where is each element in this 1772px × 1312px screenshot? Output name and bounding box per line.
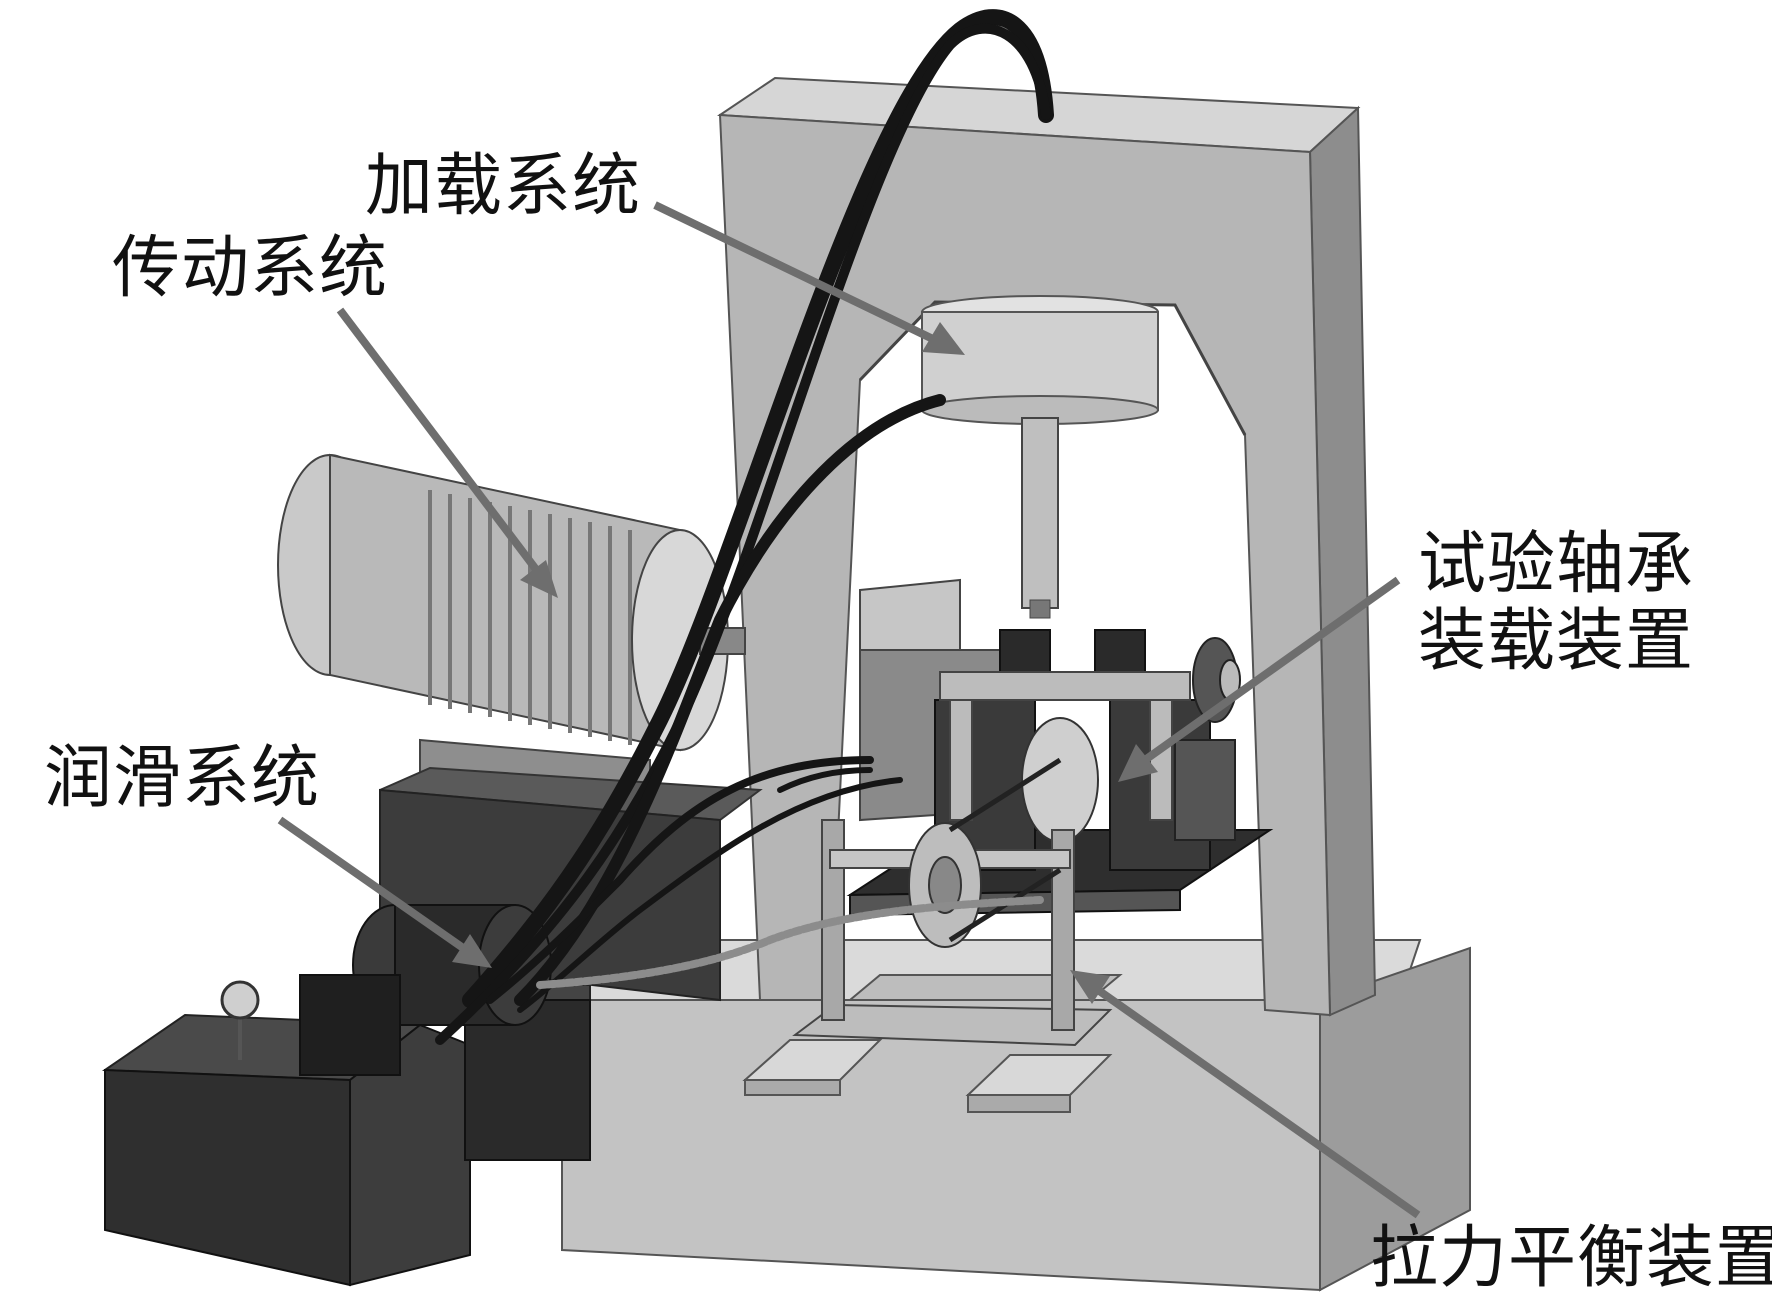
drive-motor	[277, 453, 746, 802]
label-lubrication-system: 润滑系统	[44, 739, 321, 818]
loading-cylinder	[921, 295, 1159, 619]
pointer-arrows	[277, 201, 1421, 1219]
tension-balance-device	[792, 757, 1113, 1047]
arrow-test-bearing-mount	[1118, 576, 1401, 782]
arrow-lubrication-system	[277, 816, 492, 968]
label-transmission-system: 传动系统	[112, 229, 389, 308]
label-test-bearing-mount-line1: 试验轴承	[1418, 525, 1695, 604]
label-test-bearing-mount-line2: 装载装置	[1418, 602, 1695, 681]
arrow-tension-balance-device	[1070, 970, 1421, 1219]
arrow-transmission-system	[336, 307, 558, 598]
label-tension-balance-device: 拉力平衡装置	[1370, 1219, 1772, 1298]
arrow-loading-system	[653, 201, 965, 355]
label-loading-system: 加载系统	[365, 147, 642, 226]
cables	[435, 9, 1054, 1045]
